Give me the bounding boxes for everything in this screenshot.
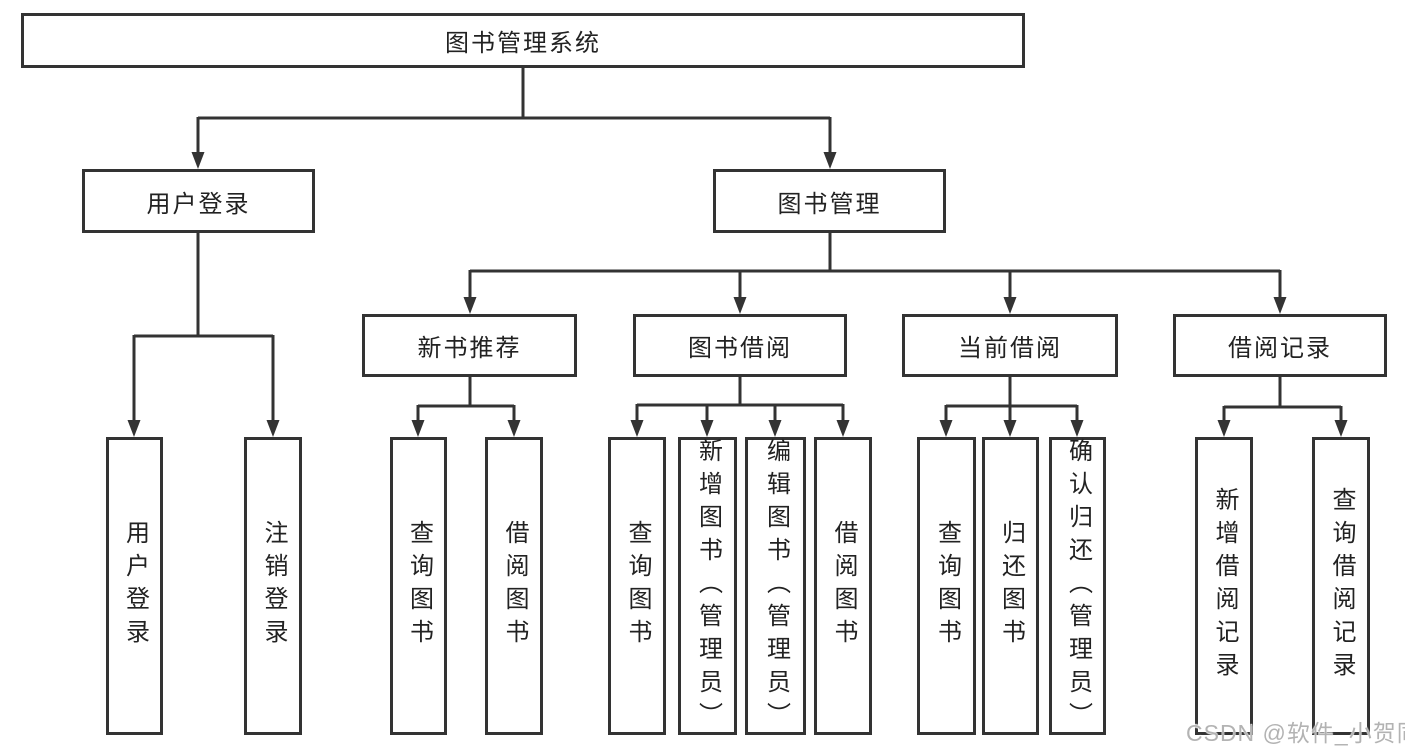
connector-root-to-level2 (196, 68, 832, 154)
leaf-borrow-query-book-label: 查询图书 (624, 520, 651, 652)
arrowhead (411, 420, 425, 437)
arrowhead (266, 420, 280, 437)
node-book-borrow-label: 图书借阅 (688, 335, 792, 362)
node-book-management: 图书管理 (713, 169, 946, 233)
leaf-user-login: 用户登录 (106, 437, 163, 735)
leaf-recommend-query-book: 查询图书 (390, 437, 447, 735)
node-borrow-records: 借阅记录 (1173, 314, 1387, 377)
leaf-recommend-query-book-label: 查询图书 (405, 520, 433, 652)
arrowhead (1003, 420, 1017, 437)
connector-book-management-to-level3 (468, 233, 1282, 299)
arrowhead (507, 420, 521, 437)
leaf-confirm-return-admin-label: 确认归还（管理员） (1064, 437, 1092, 735)
watermark: CSDN @软件_小贺同学 (1186, 720, 1405, 746)
leaf-add-book-admin-label: 新增图书（管理员） (694, 437, 722, 735)
leaf-query-borrow-record-label: 查询借阅记录 (1328, 487, 1355, 685)
node-new-book-recommend-label: 新书推荐 (417, 335, 522, 362)
leaf-add-borrow-record-label: 新增借阅记录 (1211, 487, 1238, 685)
leaf-current-query-book-label: 查询图书 (933, 520, 961, 652)
node-current-borrow: 当前借阅 (902, 314, 1118, 377)
leaf-query-borrow-record: 查询借阅记录 (1312, 437, 1370, 735)
connector-user-login-to-leaves (132, 233, 275, 422)
leaf-confirm-return-admin: 确认归还（管理员） (1049, 437, 1106, 735)
leaf-user-login-label: 用户登录 (121, 520, 149, 652)
connector-new-book-recommend-to-leaves (416, 377, 516, 422)
leaf-current-query-book: 查询图书 (917, 437, 976, 735)
leaf-return-book-label: 归还图书 (997, 520, 1025, 652)
node-book-borrow: 图书借阅 (633, 314, 847, 377)
arrowhead (127, 420, 141, 437)
arrowhead (630, 420, 644, 437)
leaf-recommend-borrow-book: 借阅图书 (485, 437, 543, 735)
arrowhead (191, 152, 205, 169)
leaf-add-book-admin: 新增图书（管理员） (678, 437, 737, 735)
arrowhead (939, 420, 953, 437)
node-borrow-records-label: 借阅记录 (1228, 335, 1332, 362)
arrowhead (1273, 297, 1287, 314)
arrowhead (768, 420, 782, 437)
leaf-logout: 注销登录 (244, 437, 302, 735)
arrowhead (1070, 420, 1084, 437)
connector-current-borrow-to-leaves (944, 377, 1079, 422)
node-current-borrow-label: 当前借阅 (958, 335, 1062, 362)
leaf-borrow-book-label: 借阅图书 (830, 520, 857, 652)
leaf-edit-book-admin-label: 编辑图书（管理员） (762, 437, 790, 735)
arrowheads (127, 152, 1348, 437)
node-root: 图书管理系统 (21, 13, 1025, 68)
leaf-logout-label: 注销登录 (260, 520, 287, 652)
node-root-label: 图书管理系统 (445, 30, 601, 57)
arrowhead (823, 152, 837, 169)
leaf-return-book: 归还图书 (982, 437, 1039, 735)
leaf-edit-book-admin: 编辑图书（管理员） (745, 437, 806, 735)
node-user-login-label: 用户登录 (146, 190, 251, 218)
node-user-login: 用户登录 (82, 169, 315, 233)
arrowhead (1334, 420, 1348, 437)
leaf-borrow-query-book: 查询图书 (608, 437, 666, 735)
arrowhead (836, 420, 850, 437)
arrowhead (1217, 420, 1231, 437)
connector-borrow-records-to-leaves (1222, 377, 1343, 422)
leaf-add-borrow-record: 新增借阅记录 (1195, 437, 1253, 735)
arrowhead (700, 420, 714, 437)
leaf-borrow-book: 借阅图书 (814, 437, 872, 735)
connector-book-borrow-to-leaves (635, 377, 845, 422)
node-book-management-label: 图书管理 (777, 190, 882, 218)
arrowhead (733, 297, 747, 314)
node-new-book-recommend: 新书推荐 (362, 314, 577, 377)
arrowhead (1003, 297, 1017, 314)
leaf-recommend-borrow-book-label: 借阅图书 (501, 520, 528, 652)
arrowhead (463, 297, 477, 314)
